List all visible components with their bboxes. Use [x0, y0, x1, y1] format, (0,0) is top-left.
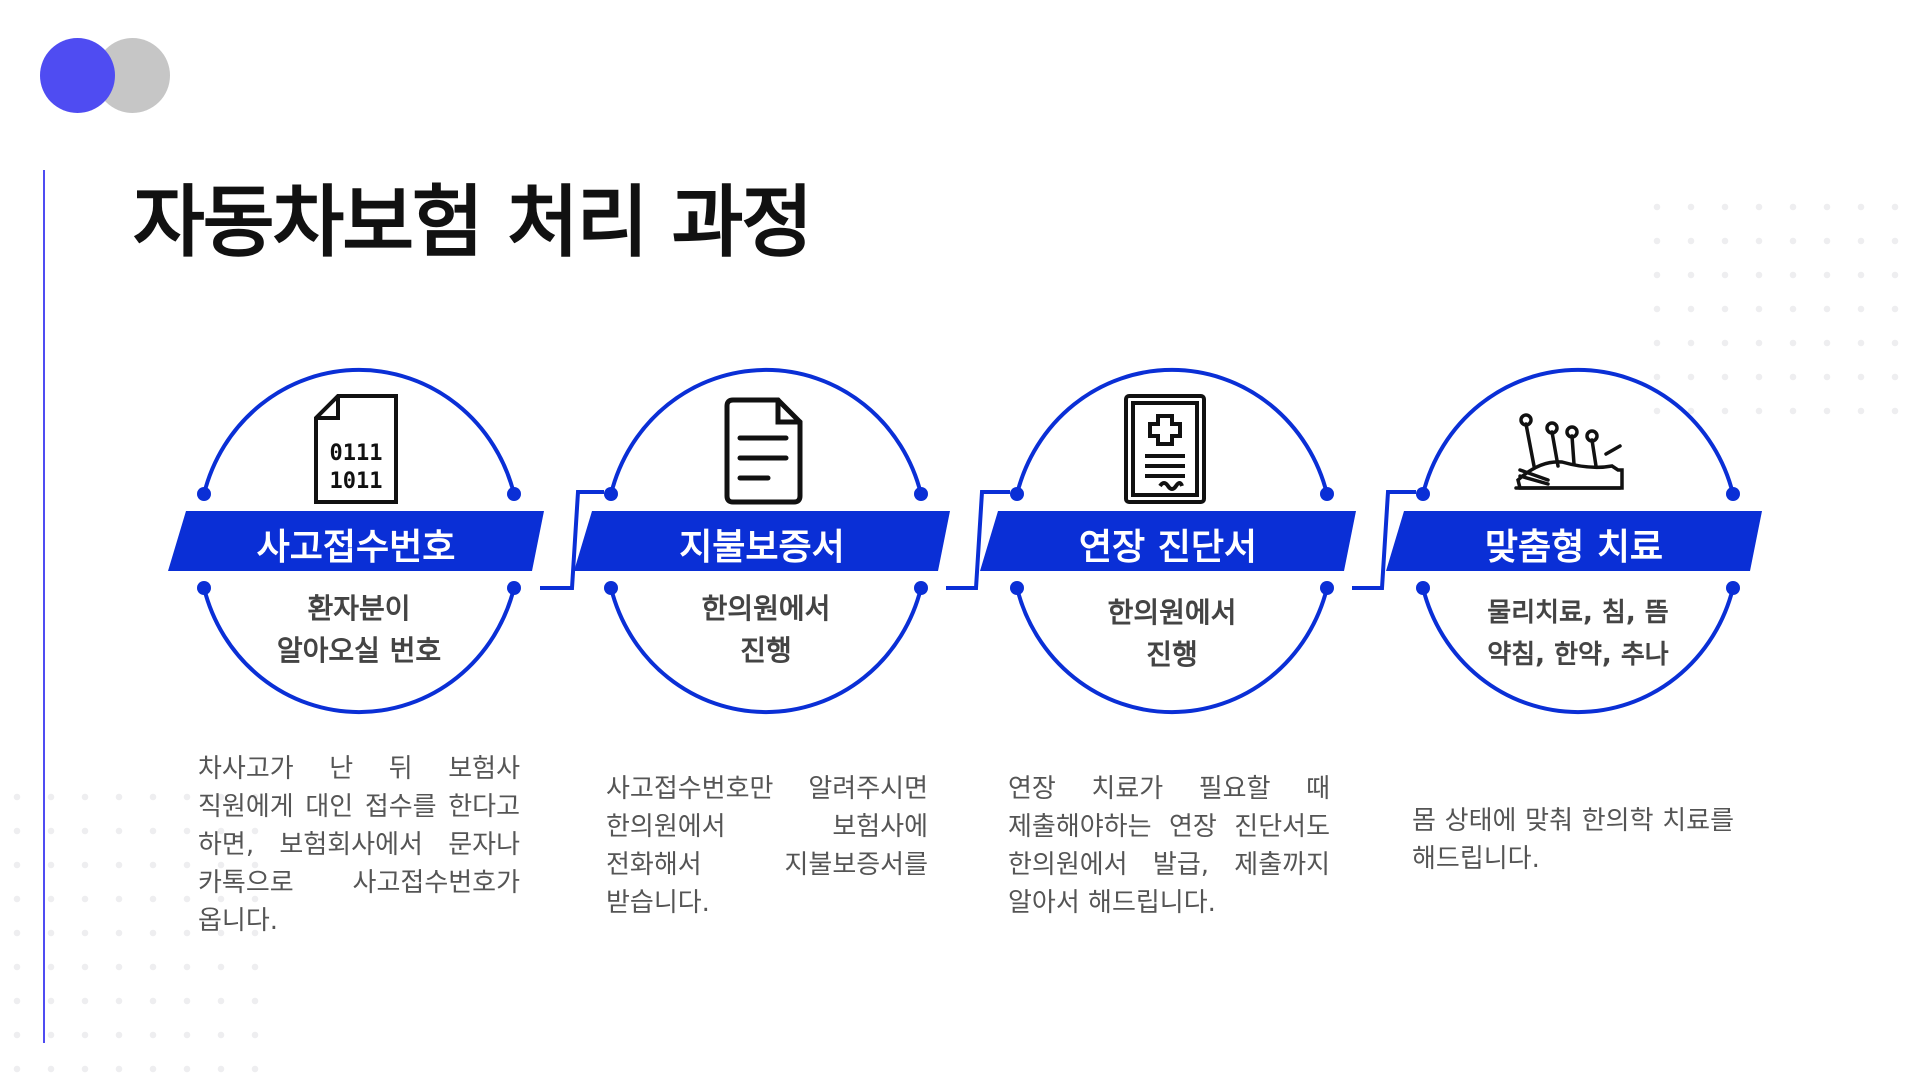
step-label-2: 지불보증서	[679, 527, 845, 568]
circle-arc-top-4	[1421, 368, 1735, 495]
page-title: 자동차보험 처리 과정	[133, 178, 813, 268]
node-dot	[1010, 487, 1024, 501]
connector-2	[946, 490, 1010, 590]
node-dot	[197, 487, 211, 501]
document-icon	[724, 397, 803, 505]
node-dot	[604, 487, 618, 501]
node-dot	[1726, 487, 1740, 501]
step-desc-1: 차사고가 난 뒤 보험사 직원에게 대인 접수를 한다고 하면, 보험회사에서 …	[198, 754, 520, 936]
label-band-1	[168, 511, 544, 571]
svg-text:1011: 1011	[330, 469, 383, 494]
step-label-1: 사고접수번호	[256, 527, 456, 568]
circle-arc-bottom-4	[1421, 587, 1735, 714]
label-band-3	[980, 511, 1356, 571]
dot-pattern-left	[0, 780, 260, 1080]
step-sub-line: 물리치료, 침, 뜸	[1487, 598, 1669, 628]
svg-text:0111: 0111	[330, 441, 383, 466]
node-dot	[1320, 487, 1334, 501]
step-sub-4: 물리치료, 침, 뜸 약침, 한약, 추나	[1428, 592, 1728, 676]
node-dot	[1010, 581, 1024, 595]
left-accent-line	[43, 170, 45, 1043]
dot-pattern-right	[1640, 190, 1920, 430]
connector-1	[540, 490, 604, 590]
step-sub-line: 한의원에서	[1107, 596, 1237, 629]
step-sub-line: 진행	[1146, 638, 1198, 671]
node-dot	[197, 581, 211, 595]
node-dot	[1320, 581, 1334, 595]
step-sub-line: 진행	[740, 634, 792, 667]
circle-arc-bottom-2	[609, 587, 923, 714]
acupuncture-icon	[1514, 413, 1624, 490]
node-dot	[1416, 581, 1430, 595]
node-dot	[507, 581, 521, 595]
step-desc-4: 몸 상태에 맞춰 한의학 치료를 해드립니다.	[1412, 806, 1734, 874]
step-sub-1: 환자분이 알아오실 번호	[209, 588, 509, 672]
node-dot	[1416, 487, 1430, 501]
step-sub-line: 환자분이	[307, 592, 411, 625]
label-band-2	[574, 511, 950, 571]
circle-arc-bottom-3	[1015, 587, 1329, 714]
step-desc-2: 사고접수번호만 알려주시면 한의원에서 보험사에 전화해서 지불보증서를 받습니…	[606, 774, 928, 918]
label-band-4	[1386, 511, 1762, 571]
circle-arc-top-2	[609, 368, 923, 495]
node-dot	[914, 581, 928, 595]
step-sub-line: 약침, 한약, 추나	[1487, 640, 1669, 670]
medical-certificate-icon	[1124, 394, 1206, 504]
step-sub-line: 알아오실 번호	[276, 634, 442, 667]
node-dot	[604, 581, 618, 595]
logo-dot-blue	[40, 38, 115, 113]
step-desc-3: 연장 치료가 필요할 때 제출해야하는 연장 진단서도 한의원에서 발급, 제출…	[1008, 774, 1330, 918]
binary-file-icon: 0111 1011	[314, 394, 398, 504]
step-label-4: 맞춤형 치료	[1484, 527, 1664, 568]
step-sub-2: 한의원에서 진행	[616, 588, 916, 672]
step-label-3: 연장 진단서	[1078, 527, 1258, 568]
circle-arc-top-3	[1015, 368, 1329, 495]
step-sub-line: 한의원에서	[701, 592, 831, 625]
node-dot	[507, 487, 521, 501]
node-dot	[914, 487, 928, 501]
connector-3	[1352, 490, 1416, 590]
circle-arc-top-1	[202, 368, 516, 495]
circle-arc-bottom-1	[202, 587, 516, 714]
step-sub-3: 한의원에서 진행	[1022, 592, 1322, 676]
node-dot	[1726, 581, 1740, 595]
